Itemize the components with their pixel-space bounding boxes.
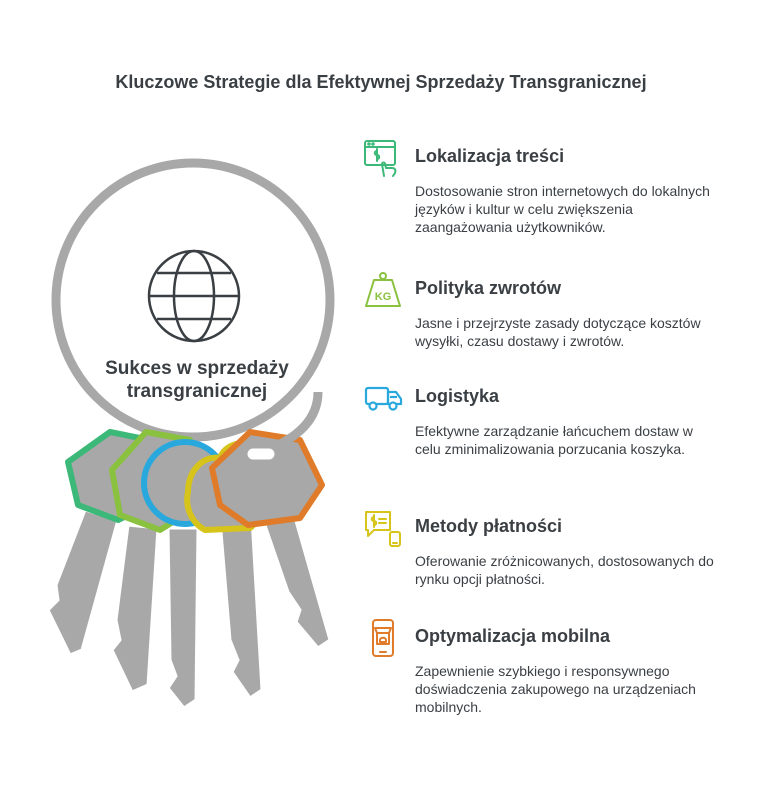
svg-text:KG: KG <box>375 291 392 303</box>
globe-icon <box>147 249 241 343</box>
delivery-truck-icon <box>364 386 403 411</box>
center-label: Sukces w sprzedaży transgranicznej <box>105 358 289 402</box>
strategy-description: Oferowanie zróżnicowanych, dostosowanych… <box>415 553 714 587</box>
key-shaft-yellow <box>218 516 264 701</box>
key-shaft-lime <box>110 523 160 694</box>
strategy-heading: Lokalizacja treści <box>415 146 565 166</box>
key-ring <box>51 158 335 442</box>
weight-kg-icon: KG <box>365 272 401 307</box>
strategy-heading: Optymalizacja mobilna <box>415 626 611 646</box>
key-shaft-blue <box>166 526 200 711</box>
web-payment-icon <box>364 140 397 177</box>
strategy-heading: Metody płatności <box>415 516 563 536</box>
strategy-description: Efektywne zarządzanie łańcuchem dostaw w… <box>415 423 693 457</box>
strategy-description: Dostosowanie stron internetowych do loka… <box>415 183 710 235</box>
key-shaft-green <box>46 508 120 657</box>
key-shafts <box>46 498 332 711</box>
strategy-heading: Logistyka <box>415 386 500 406</box>
payment-chat-icon <box>365 511 401 547</box>
page-title: Kluczowe Strategie dla Efektywnej Sprzed… <box>115 72 647 92</box>
strategy-description: Zapewnienie szybkiego i responsywnego do… <box>415 663 696 715</box>
mobile-shop-icon <box>372 619 394 657</box>
key-head-orange <box>209 429 325 528</box>
key-shaft-orange <box>255 498 332 650</box>
strategy-heading: Polityka zwrotów <box>415 278 562 298</box>
strategy-description: Jasne i przejrzyste zasady dotyczące kos… <box>415 315 701 349</box>
